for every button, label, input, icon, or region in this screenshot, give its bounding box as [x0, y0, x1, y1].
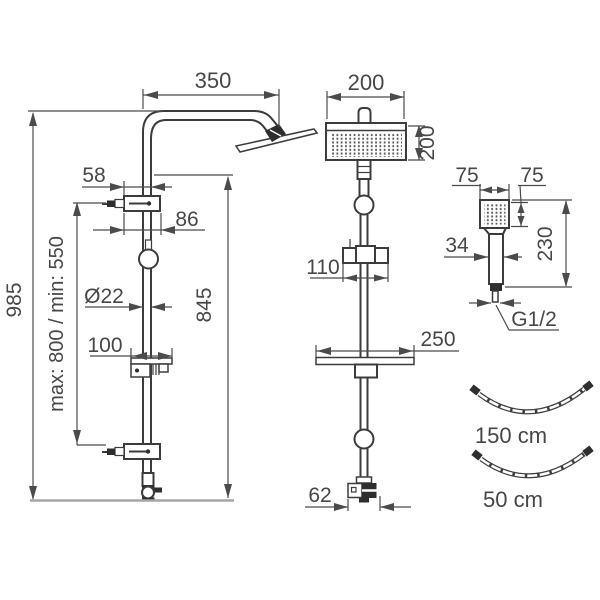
- dim-mount-range-label: max: 800 / min: 550: [46, 236, 68, 412]
- hoses: 150 cm 50 cm: [469, 380, 594, 512]
- dim-rail-height-label: 845: [193, 287, 216, 322]
- hose-long-label: 150 cm: [475, 423, 547, 448]
- hose-long: [469, 380, 594, 415]
- dim-arm-length-label: 350: [195, 68, 232, 93]
- bottom-elbow: [347, 476, 377, 503]
- holder-knob: [138, 248, 159, 270]
- hand-shower-view: 75 75 230 34 G: [444, 164, 572, 331]
- dim-shelf-width-label: 250: [420, 328, 455, 351]
- ball-joint-upper: [353, 194, 375, 216]
- dim-hand-grip-width-label: 34: [445, 234, 469, 257]
- hand-shower-spray-face: [484, 204, 506, 225]
- dim-hand-length-label: 230: [534, 226, 557, 261]
- dim-hand-head-depth-label: 75: [520, 164, 543, 187]
- front-view-shower-column: 200 200 110 250 62: [305, 70, 459, 511]
- thread-stub: [491, 290, 499, 303]
- dim-elbow-width-label: 62: [308, 484, 331, 507]
- dim-diverter-offset-label: 58: [82, 164, 105, 187]
- dim-total-height-label: 985: [3, 282, 26, 317]
- dim-slider-width-label: 110: [306, 256, 339, 279]
- dim-hand-head-width-label: 75: [455, 164, 478, 187]
- dim-bracket-width-label: 100: [87, 334, 122, 357]
- handle-nub: [490, 284, 502, 291]
- dim-pipe-diameter-label: Ø22: [84, 285, 124, 308]
- rain-head-spray-face: [330, 133, 402, 157]
- wall-bracket: [130, 357, 173, 378]
- hand-shower-handle: [488, 233, 504, 285]
- dim-diverter-width-label: 86: [175, 208, 198, 231]
- soap-dish: [315, 356, 415, 379]
- bottom-valve: [141, 472, 162, 502]
- ball-joint-lower: [353, 428, 375, 450]
- hose-short: [471, 445, 594, 479]
- hose-short-label: 50 cm: [483, 487, 543, 512]
- slider-bracket: [342, 239, 389, 264]
- dim-thread-size-label: G1/2: [511, 308, 557, 331]
- side-view-shower-column: 985 max: 800 / min: 550 350 58 86 Ø: [3, 68, 319, 502]
- dim-head-width-label: 200: [348, 70, 385, 95]
- rain-head-side: [234, 128, 319, 153]
- dim-head-depth-label: 200: [416, 125, 439, 160]
